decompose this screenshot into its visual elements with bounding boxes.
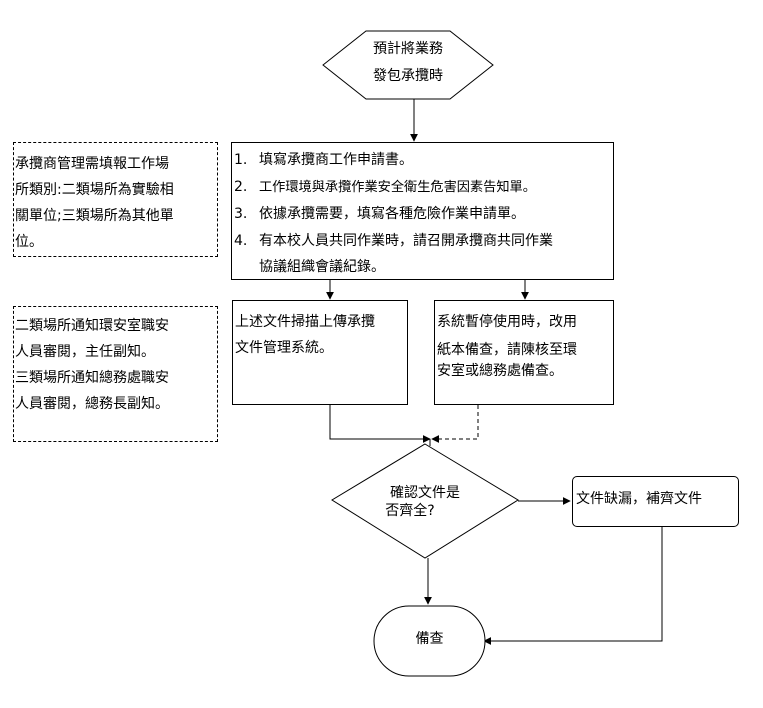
step-3-text: 依據承攬需要，填寫各種危險作業申請單。 [259,206,525,222]
upload-line2: 文件管理系統。 [235,340,333,356]
missing-docs-label: 文件缺漏，補齊文件 [576,491,702,507]
upload-line1: 上述文件掃描上傳承攬 [235,314,375,330]
decision-diamond [331,443,519,559]
decision-line2: 否齊全? [385,503,435,519]
arrow-paper-to-merge [431,405,479,443]
note-mid-line4: 人員審閱，總務長副知。 [15,396,169,412]
note-review-notification [13,306,218,442]
step-4-text-line2: 協議組織會議紀錄。 [259,259,385,275]
note-mid-line2: 人員審閱，主任副知。 [15,344,155,360]
step-2-text: 工作環境與承攬作業安全衛生危害因素告知單。 [259,180,536,195]
paper-line3: 安室或總務處備查。 [437,363,563,379]
start-label-line2: 發包承攬時 [373,68,443,84]
step-1-text: 填寫承攬商工作申請書。 [259,152,413,168]
decision-line1: 確認文件是 [390,485,460,501]
note-top-line3: 關單位;三類場所為其他單 [15,208,174,224]
note-top-line4: 位。 [15,234,43,250]
step-2-number: 2. [234,179,248,195]
start-label-line1: 預計將業務 [373,41,443,57]
end-label: 備查 [415,631,444,647]
step-4-number: 4. [234,233,248,249]
note-mid-line3: 三類場所通知總務處職安 [15,370,169,386]
note-top-line1: 承攬商管理需填報工作場 [15,156,169,172]
note-workplace-category [13,142,218,257]
start-hexagon [322,30,494,100]
note-mid-line1: 二類場所通知環安室職安 [15,318,169,334]
step-1-number: 1. [234,152,248,168]
paper-line1: 系統暫停使用時，改用 [437,314,577,330]
end-terminator [373,605,486,677]
arrow-missing-to-end [483,527,663,645]
step-4-text: 有本校人員共同作業時，請召開承攬商共同作業 [259,233,553,249]
arrow-upload-to-merge [329,405,431,443]
note-top-line2: 所類別:二類場所為實驗相 [15,182,174,198]
paper-box [434,300,614,405]
step-3-number: 3. [234,206,248,222]
missing-docs-box [572,476,739,527]
paper-line2: 紙本備查，請陳核至環 [437,342,577,358]
steps-box [231,142,614,280]
upload-box [232,300,408,405]
